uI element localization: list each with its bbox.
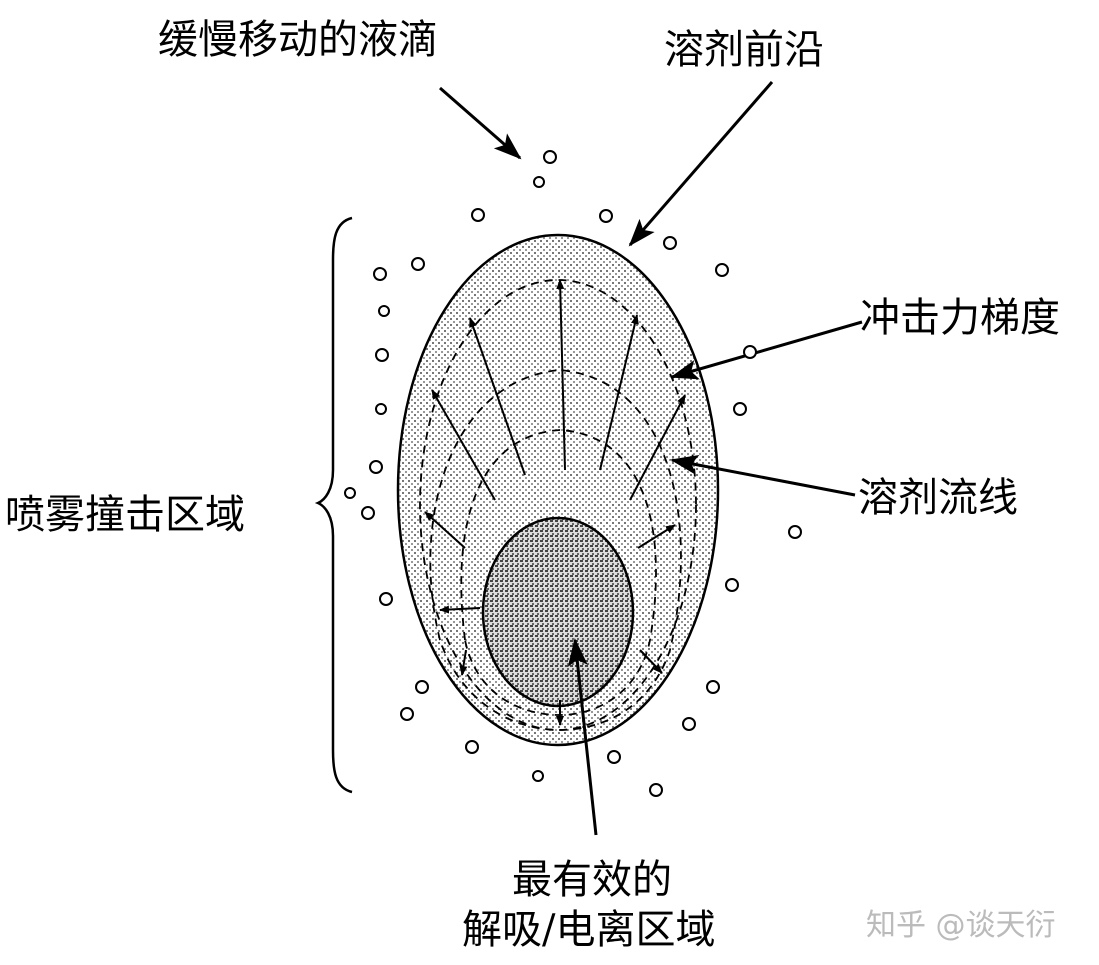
streamline-dashed-mid bbox=[429, 369, 682, 731]
spray-plume-ellipse bbox=[396, 233, 720, 747]
label-spray-impact-region: 喷雾撞击区域 bbox=[5, 492, 245, 538]
label-solvent-streamlines: 溶剂流线 bbox=[858, 475, 1018, 521]
label-most-effective-line2: 解吸/电离区域 bbox=[462, 907, 716, 953]
pointer-arrows bbox=[439, 81, 863, 836]
desorption-ionization-core bbox=[481, 516, 635, 708]
curly-brace bbox=[314, 216, 353, 794]
label-solvent-front: 溶剂前沿 bbox=[664, 27, 824, 73]
label-most-effective-line1: 最有效的 bbox=[512, 857, 672, 903]
label-slow-moving-droplets: 缓慢移动的液滴 bbox=[158, 17, 438, 63]
watermark: 知乎 @谈天衍 bbox=[866, 908, 1056, 943]
droplets bbox=[344, 150, 802, 797]
label-impact-force-gradient: 冲击力梯度 bbox=[860, 295, 1060, 341]
streamline-arrows bbox=[424, 279, 686, 726]
streamline-dashed-inner bbox=[460, 429, 657, 716]
streamline-dashed-outer bbox=[419, 279, 697, 731]
